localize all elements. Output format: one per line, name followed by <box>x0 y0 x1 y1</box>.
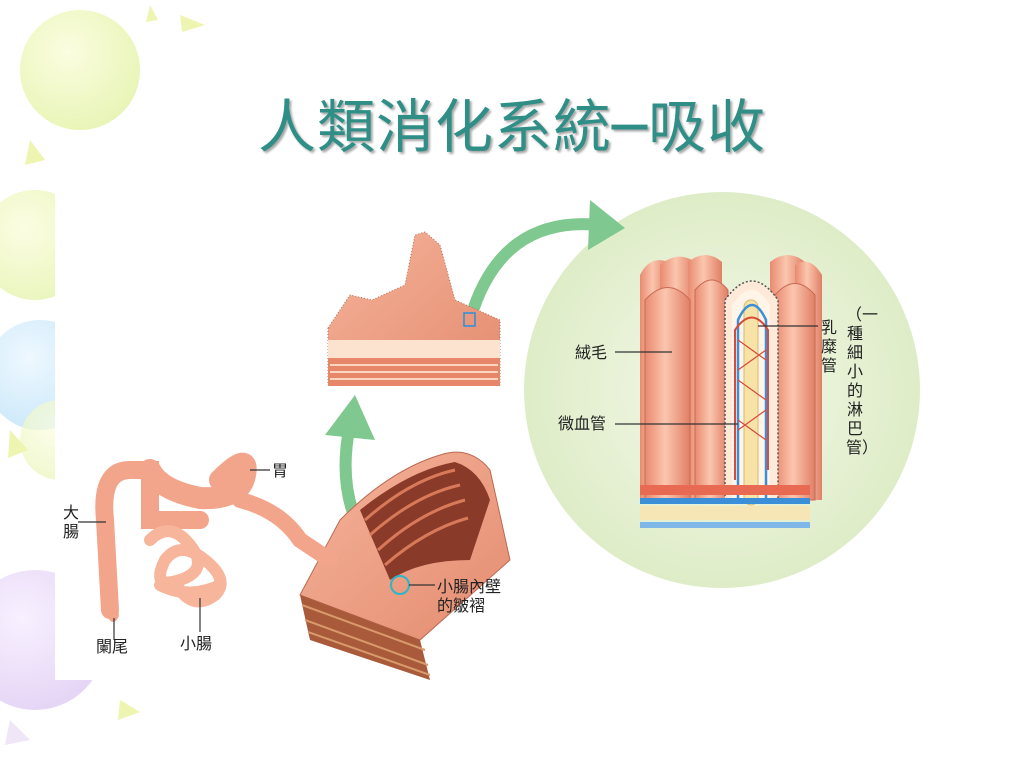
label-lacteal: 乳 糜 管 <box>820 318 838 375</box>
label-capillary: 微血管 <box>558 414 607 433</box>
ray-decoration <box>5 720 30 745</box>
vein-band <box>640 498 810 504</box>
villus-closeup-circle <box>524 192 920 588</box>
zoom-marker <box>463 312 476 327</box>
arrow-to-closeup <box>464 218 606 326</box>
capillary-red <box>734 316 769 480</box>
label-stomach: 胃 <box>272 461 289 480</box>
label-small-intestine: 小腸 <box>180 634 213 653</box>
lacteal-shape <box>743 299 759 506</box>
fold-section <box>327 231 501 386</box>
label-lacteal-col2: 糜 <box>820 337 837 356</box>
label-villus: 絨毛 <box>575 343 608 362</box>
label-appendix: 闌尾 <box>96 637 129 656</box>
label-intestinal-folds: 小腸內壁 的皺褶 <box>437 577 501 615</box>
label-large-intestine-line2: 腸 <box>62 522 79 541</box>
lymph-band <box>640 506 810 520</box>
appendix-shape <box>107 607 119 622</box>
label-lacteal-col1: 乳 <box>820 318 837 337</box>
label-lacteal-col3: 管 <box>820 356 837 375</box>
stomach-shape <box>139 452 257 510</box>
balloon-yellow-decoration <box>20 10 140 130</box>
slide-title: 人類消化系統─吸收 <box>258 93 766 161</box>
vein-band-2 <box>640 522 810 528</box>
artery-band <box>640 485 810 495</box>
label-large-intestine-line1: 大 <box>62 503 79 522</box>
ray-decoration <box>118 700 140 720</box>
intestine-tube-section <box>299 451 511 680</box>
label-folds-line1: 小腸內壁 <box>437 577 502 596</box>
label-lymph-note: （一種細小的淋巴管） <box>846 305 879 457</box>
label-folds-line2: 的皺褶 <box>437 596 486 615</box>
ray-decoration <box>8 430 28 458</box>
label-large-intestine: 大 腸 <box>62 503 80 541</box>
ray-decoration <box>180 15 205 32</box>
capillary-network <box>737 339 767 441</box>
ray-decoration <box>25 140 45 165</box>
small-intestine-shape <box>144 525 227 608</box>
capillary-blue <box>736 303 768 500</box>
digestive-tract <box>78 452 338 640</box>
arrow-head-closeup <box>588 200 625 250</box>
arrow-head-fold <box>325 395 375 440</box>
esophagus-link <box>232 492 338 568</box>
ray-decoration <box>146 5 158 22</box>
large-intestine-shape <box>95 461 209 619</box>
